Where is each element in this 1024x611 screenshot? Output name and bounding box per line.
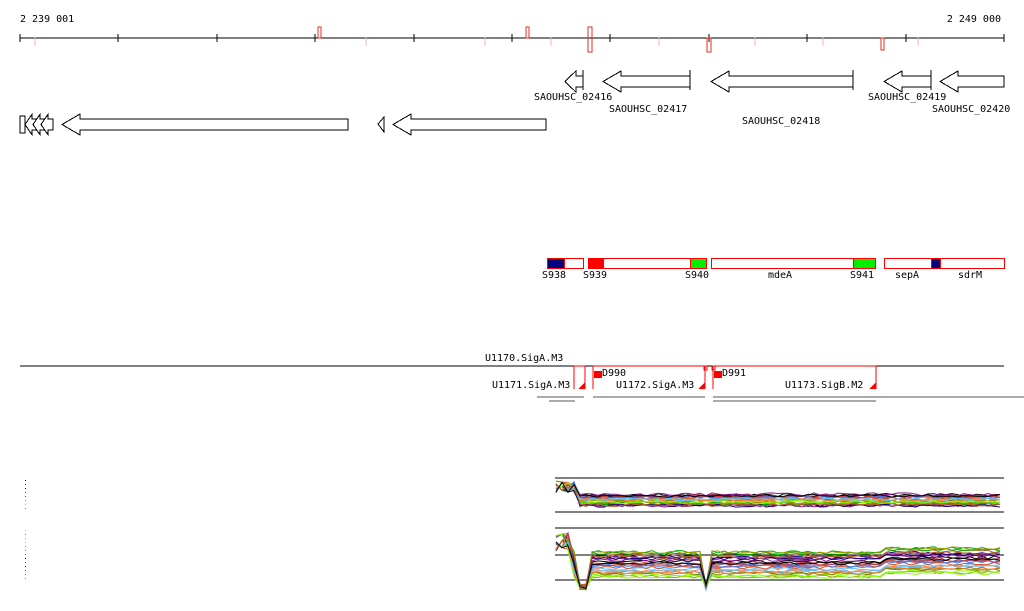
- operon-end-marker: [578, 382, 585, 389]
- peak-marker: [714, 371, 722, 378]
- mini-trace-mark: [25, 496, 26, 497]
- feature-label[interactable]: S941: [850, 270, 875, 281]
- feature-bar: [588, 258, 604, 269]
- feature-bar: [603, 258, 691, 269]
- mini-trace-mark: [25, 538, 26, 539]
- mini-trace-mark: [25, 508, 26, 509]
- operon-end-marker: [698, 382, 705, 389]
- mini-trace-mark: [25, 480, 26, 481]
- mini-trace-mark: [25, 578, 26, 579]
- gene-arrow: [939, 70, 1005, 93]
- coverage-peak: [880, 37, 885, 51]
- mini-trace-mark: [25, 492, 26, 493]
- mini-trace-mark: [25, 562, 26, 563]
- mini-trace-mark: [25, 530, 26, 531]
- expression-trace: [555, 543, 1001, 590]
- expression-trace: [555, 536, 1001, 590]
- expression-trace: [555, 533, 1001, 592]
- ruler-start-label: 2 239 001: [20, 14, 75, 25]
- peak-marker: [703, 365, 708, 371]
- feature-label[interactable]: mdeA: [768, 270, 793, 281]
- operon-bracket: [592, 365, 706, 389]
- expression-trace: [555, 542, 1001, 588]
- gene-arrow: [377, 115, 385, 134]
- expression-trace: [555, 481, 1001, 502]
- expression-trace: [555, 540, 1001, 592]
- expression-trace: [555, 540, 1001, 590]
- mini-trace-mark: [25, 558, 26, 559]
- mini-trace-mark: [25, 574, 26, 575]
- ruler-end-label: 2 249 000: [946, 14, 1001, 25]
- operon-label[interactable]: U1170.SigA.M3: [485, 353, 564, 364]
- coverage-peak: [317, 26, 322, 39]
- operon-end-marker: [869, 382, 876, 389]
- operon-bracket: [573, 365, 586, 389]
- gene-arrow: [564, 69, 584, 94]
- mini-trace-mark: [25, 534, 26, 535]
- feature-bar: [931, 258, 941, 269]
- feature-label[interactable]: S939: [583, 270, 608, 281]
- gene-label[interactable]: SAOUHSC_02419: [868, 92, 947, 103]
- gene-label[interactable]: SAOUHSC_02416: [534, 92, 613, 103]
- gene-label[interactable]: SAOUHSC_02420: [932, 104, 1011, 115]
- expression-trace: [555, 481, 1001, 497]
- feature-bar: [940, 258, 1005, 269]
- feature-bar: [711, 258, 854, 269]
- gene-arrow: [710, 70, 854, 93]
- mini-trace-mark: [25, 554, 26, 555]
- feature-bar: [884, 258, 932, 269]
- operon-label[interactable]: U1171.SigA.M3: [492, 380, 571, 391]
- mini-trace-mark: [25, 570, 26, 571]
- expression-trace: [555, 536, 1001, 589]
- feature-bar: [690, 258, 707, 269]
- mini-trace-mark: [25, 484, 26, 485]
- gene-label[interactable]: SAOUHSC_02418: [742, 116, 821, 127]
- mini-trace-mark: [25, 542, 26, 543]
- expression-trace: [555, 481, 1001, 498]
- gene-arrow: [602, 70, 691, 93]
- coverage-peak: [525, 26, 530, 39]
- gene-arrow: [61, 113, 349, 136]
- peak-label[interactable]: D990: [602, 368, 627, 379]
- gene-label[interactable]: SAOUHSC_02417: [609, 104, 688, 115]
- coverage-peak: [587, 26, 593, 53]
- expression-trace: [555, 482, 1001, 505]
- peak-marker: [711, 365, 716, 371]
- gene-arrow: [883, 70, 932, 93]
- operon-label[interactable]: U1172.SigA.M3: [616, 380, 695, 391]
- feature-bar: [853, 258, 876, 269]
- mini-trace-mark: [25, 566, 26, 567]
- mini-trace-mark: [25, 500, 26, 501]
- feature-label[interactable]: S938: [542, 270, 567, 281]
- gene-box: [19, 115, 26, 134]
- operon-label[interactable]: U1173.SigB.M2: [785, 380, 864, 391]
- feature-label[interactable]: S940: [685, 270, 710, 281]
- coverage-peak: [706, 37, 712, 53]
- expression-trace: [555, 533, 1001, 590]
- gene-arrow: [392, 113, 547, 136]
- gene-arrow: [40, 112, 54, 137]
- mini-trace-mark: [25, 550, 26, 551]
- mini-trace-mark: [25, 504, 26, 505]
- feature-bar: [547, 258, 565, 269]
- expression-trace: [555, 533, 1001, 587]
- peak-marker: [594, 371, 602, 378]
- peak-label[interactable]: D991: [722, 368, 747, 379]
- expression-trace: [555, 540, 1001, 591]
- feature-label[interactable]: sdrM: [958, 270, 983, 281]
- operon-bracket: [712, 365, 877, 389]
- expression-trace: [555, 541, 1001, 590]
- expression-trace: [555, 483, 1001, 507]
- feature-bar: [564, 258, 584, 269]
- mini-trace-mark: [25, 488, 26, 489]
- feature-label[interactable]: sepA: [895, 270, 920, 281]
- mini-trace-mark: [25, 546, 26, 547]
